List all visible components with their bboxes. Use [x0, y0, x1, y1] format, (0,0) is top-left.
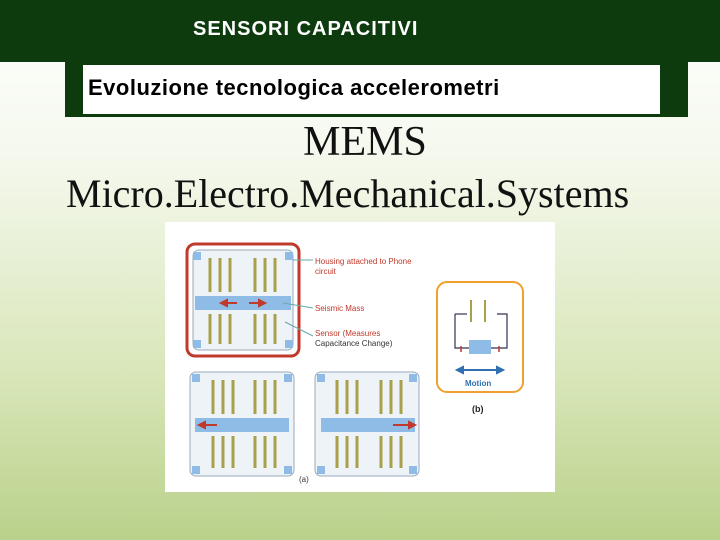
motion-arrows-top — [218, 298, 268, 308]
subtitle-box — [65, 62, 685, 117]
subtitle-box-left-accent — [65, 62, 83, 117]
seismic-mass-2 — [195, 418, 289, 432]
slide-title: SENSORI CAPACITIVI — [193, 18, 419, 40]
mems-accelerometer-diagram: Housing attached to Phone circuit Seismi… — [165, 222, 555, 492]
sensor-label-line2: Capacitance Change) — [315, 339, 393, 348]
heading-mems-expansion: Micro.Electro.Mechanical.Systems — [66, 171, 630, 216]
panel-b-mass — [469, 340, 491, 354]
heading-mems: MEMS — [303, 119, 427, 165]
seismic-mass-label: Seismic Mass — [315, 304, 364, 313]
title-bar — [0, 0, 720, 62]
seismic-mass — [195, 296, 291, 310]
diagram-svg: Housing attached to Phone circuit Seismi… — [185, 242, 524, 484]
panel-b-schematic: Motion — [436, 281, 524, 393]
housing-label: Housing attached to Phone — [315, 257, 412, 266]
housing-outline — [185, 242, 301, 358]
comb-fingers-top — [208, 258, 277, 344]
subtitle-box-right-accent — [660, 62, 688, 117]
sensor-label: Sensor (Measures — [315, 329, 380, 338]
callout-lines — [282, 259, 314, 337]
sensor-panel-bottom-right — [314, 371, 420, 477]
slide-subtitle: Evoluzione tecnologica accelerometri — [88, 75, 500, 100]
housing-label-line2: circuit — [315, 267, 337, 276]
sensor-panel-bottom-left — [189, 371, 295, 477]
panel-a-label: (a) — [299, 475, 309, 484]
motion-label: Motion — [465, 379, 491, 388]
sensor-panel-top: Housing attached to Phone circuit Seismi… — [185, 242, 412, 358]
panel-b-label: (b) — [472, 404, 484, 414]
seismic-mass-3 — [321, 418, 415, 432]
anchor-pads-top — [193, 252, 293, 348]
